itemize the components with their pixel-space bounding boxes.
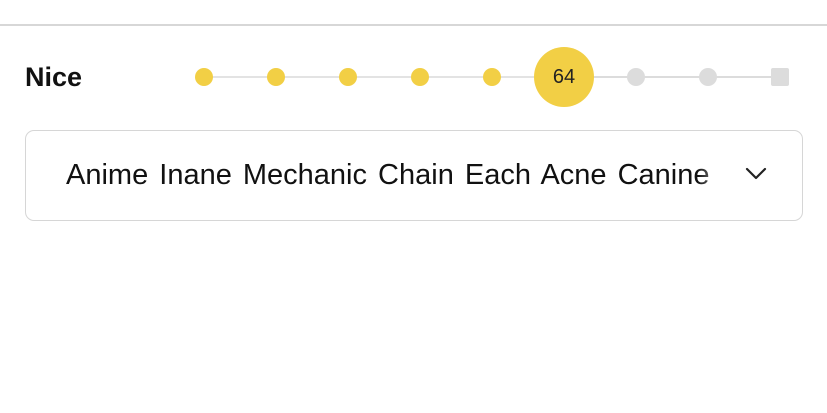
current-step[interactable]: 64 [534,47,594,107]
chevron-down-icon[interactable] [744,165,768,181]
word-select-value: Anime Inane Mechanic Chain Each Acne Can… [66,159,710,191]
step-1[interactable] [195,68,213,86]
step-9[interactable] [771,68,789,86]
step-2[interactable] [267,68,285,86]
level-stepper: 64 [0,0,827,120]
current-step-value: 64 [552,65,576,88]
step-4[interactable] [411,68,429,86]
step-3[interactable] [339,68,357,86]
level-label: Nice [25,62,83,92]
step-8[interactable] [699,68,717,86]
step-5[interactable] [483,68,501,86]
stepper-track-remaining [564,76,780,78]
divider [0,24,827,26]
stepper-track-done [204,76,564,78]
word-select[interactable]: Anime Inane Mechanic Chain Each Acne Can… [25,130,803,221]
step-7[interactable] [627,68,645,86]
